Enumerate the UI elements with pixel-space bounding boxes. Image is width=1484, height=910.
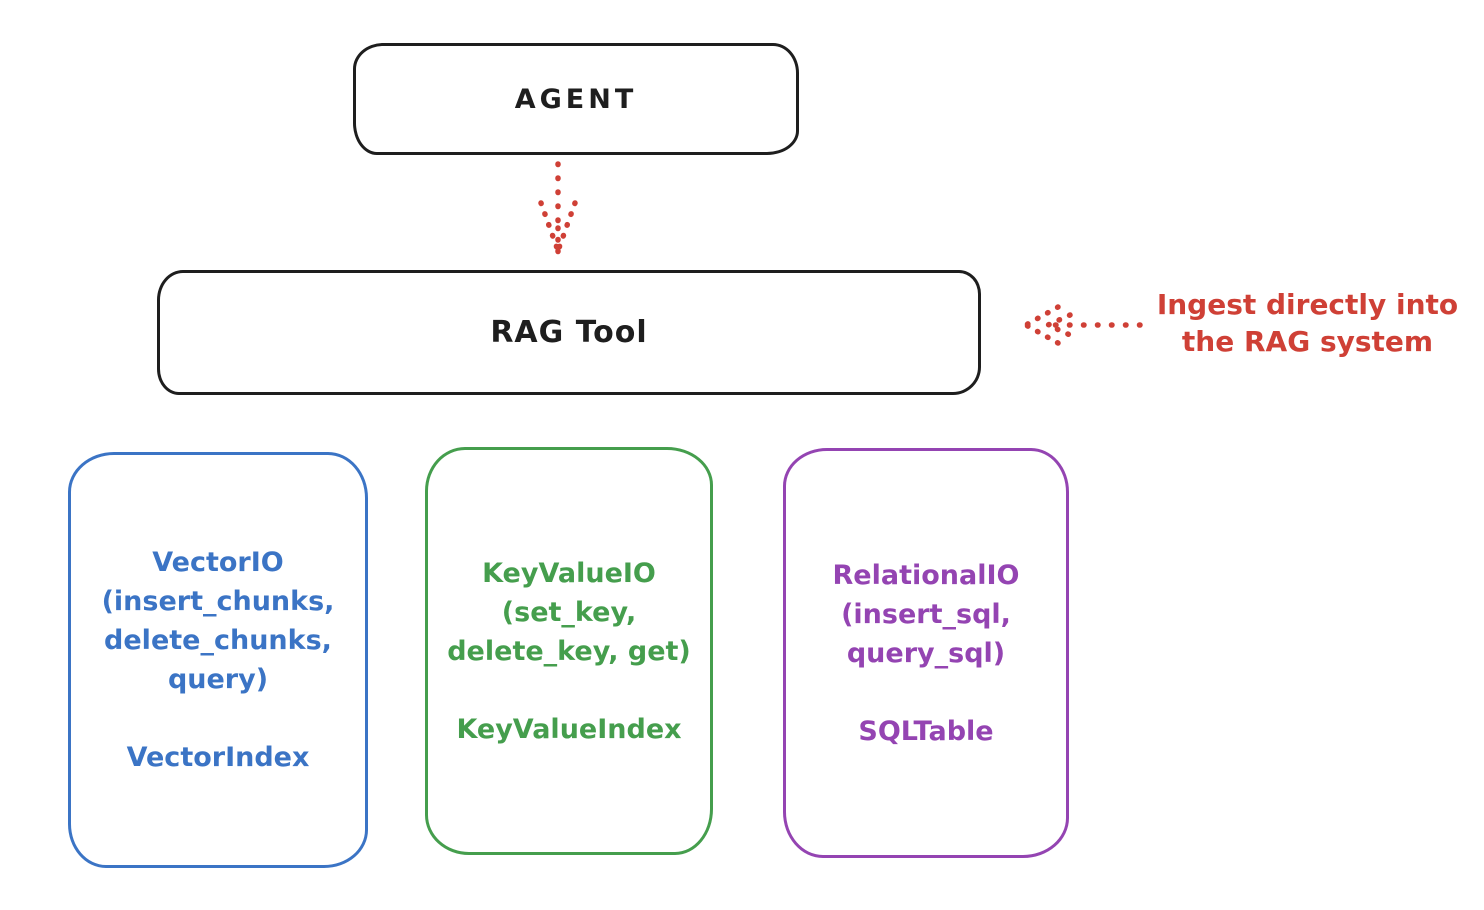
node-agent-label: AGENT bbox=[514, 83, 638, 115]
relational-io-line: (insert_sql, bbox=[841, 598, 1011, 630]
vector-io-line: (insert_chunks, bbox=[101, 586, 335, 617]
relational-io-title: RelationalIO bbox=[832, 559, 1020, 591]
keyvalue-io-title: KeyValueIO bbox=[482, 557, 656, 589]
keyvalue-io-line: (set_key, bbox=[501, 596, 637, 628]
keyvalue-io-footer: KeyValueIndex bbox=[456, 713, 682, 745]
ingest-annotation-line1: Ingest directly into bbox=[1156, 288, 1459, 321]
node-rag-tool-label: RAG Tool bbox=[490, 315, 648, 350]
vector-io-line: query) bbox=[167, 664, 269, 695]
node-keyvalue-io[interactable]: KeyValueIO (set_key, delete_key, get) Ke… bbox=[425, 447, 713, 855]
relational-io-footer: SQLTable bbox=[858, 715, 994, 747]
node-relational-io[interactable]: RelationalIO (insert_sql, query_sql) SQL… bbox=[783, 448, 1069, 858]
vector-io-line: delete_chunks, bbox=[104, 625, 332, 656]
vector-io-footer: VectorIndex bbox=[126, 742, 310, 773]
vector-io-title: VectorIO bbox=[152, 547, 284, 578]
node-vector-io[interactable]: VectorIO (insert_chunks, delete_chunks, … bbox=[68, 452, 368, 868]
relational-io-line: query_sql) bbox=[846, 637, 1006, 669]
ingest-annotation-line2: the RAG system bbox=[1181, 325, 1434, 358]
ingest-annotation[interactable]: Ingest directly into the RAG system bbox=[1140, 286, 1475, 360]
keyvalue-io-line: delete_key, get) bbox=[447, 635, 691, 667]
arrow-left-icon[interactable] bbox=[1012, 297, 1147, 355]
node-rag-tool[interactable]: RAG Tool bbox=[157, 270, 981, 395]
arrow-down-icon[interactable] bbox=[518, 156, 598, 268]
node-agent[interactable]: AGENT bbox=[353, 43, 799, 155]
